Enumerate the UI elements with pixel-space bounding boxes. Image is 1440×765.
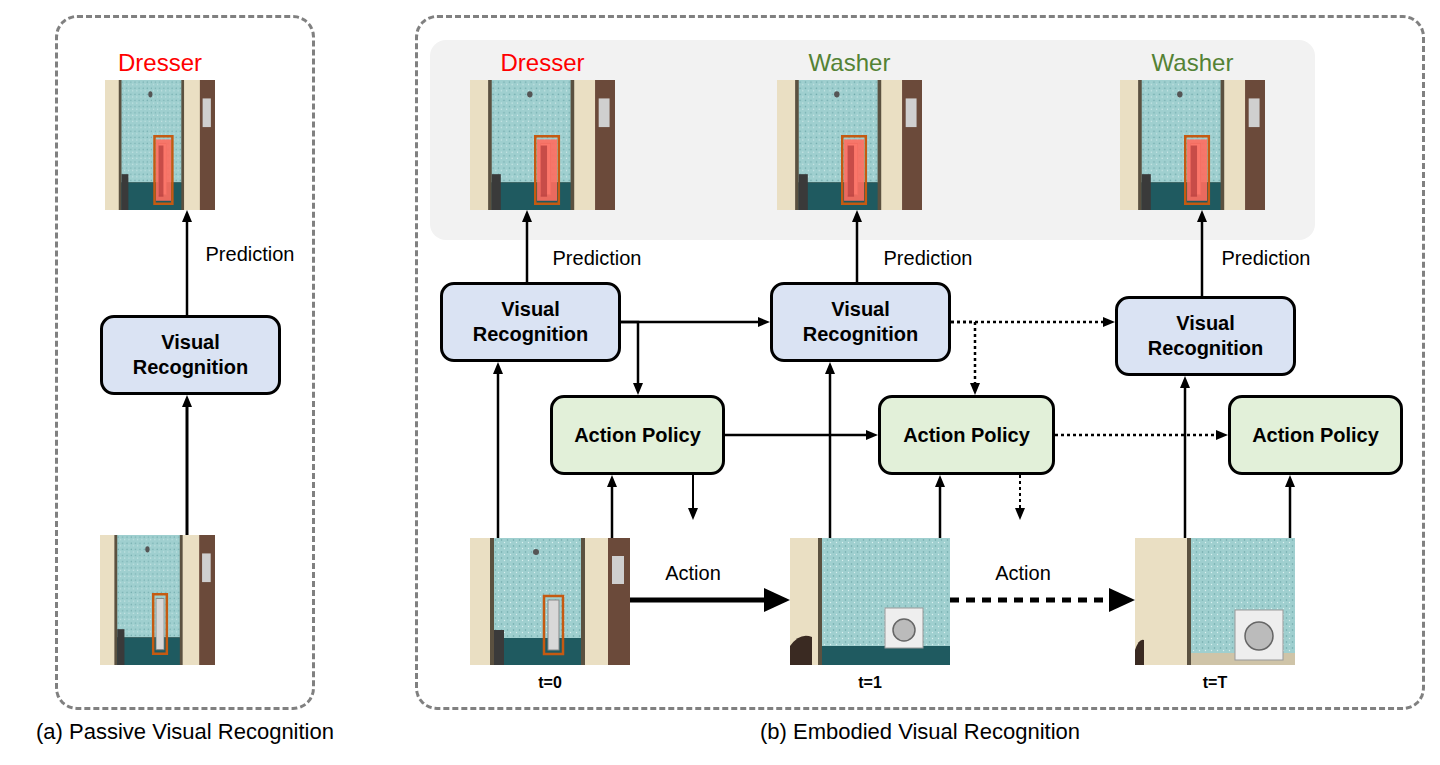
predicted-box <box>842 136 866 204</box>
policy-box: Action Policy <box>1228 395 1403 475</box>
predicted-box <box>155 136 173 204</box>
observation-image: t=1 <box>790 538 950 665</box>
transition-arrow <box>630 598 768 603</box>
prediction-image: Washer <box>777 80 922 210</box>
recognition-box: Visual Recognition <box>100 315 281 395</box>
flow-arrow <box>1289 484 1292 538</box>
policy-box: Action Policy <box>550 395 725 475</box>
flow-arrow <box>621 322 638 386</box>
panel-caption: (a) Passive Visual Recognition <box>36 719 334 745</box>
prediction-label: Dresser <box>500 49 584 77</box>
recognition-box: Visual Recognition <box>1115 296 1296 376</box>
box-label: Visual Recognition <box>111 330 270 380</box>
box-label: Action Policy <box>1252 423 1379 448</box>
image <box>1135 538 1295 665</box>
prediction-label: Washer <box>1152 49 1234 77</box>
prediction-band <box>430 40 1315 240</box>
flow-arrow <box>526 219 529 282</box>
image <box>470 538 630 665</box>
image <box>470 80 615 210</box>
flow-arrow <box>951 322 975 386</box>
policy-box: Action Policy <box>878 395 1055 475</box>
figure-panel: (b) Embodied Visual RecognitionDresserWa… <box>415 15 1425 710</box>
observation-image: t=0 <box>470 538 630 665</box>
prediction-image: Dresser <box>470 80 615 210</box>
figure-panel: (a) Passive Visual RecognitionDresserVis… <box>55 15 315 710</box>
box-label: Visual Recognition <box>451 297 610 347</box>
observation-image: t=T <box>1135 538 1295 665</box>
prediction-image: Washer <box>1120 80 1265 210</box>
prediction-label: Washer <box>809 49 891 77</box>
flow-arrow <box>1055 434 1219 437</box>
action-arrow <box>692 475 694 511</box>
predicted-box <box>1185 136 1209 204</box>
prediction-image: Dresser <box>105 80 215 210</box>
edge-label: Prediction <box>884 247 973 270</box>
box-label: Action Policy <box>903 423 1030 448</box>
flow-arrow <box>829 371 832 538</box>
prediction-label: Dresser <box>118 49 202 77</box>
flow-arrow <box>856 219 859 282</box>
action-arrow <box>1019 475 1021 511</box>
input-arrow <box>186 404 189 535</box>
edge-label: Action <box>665 562 721 585</box>
transition-arrow <box>950 598 1113 603</box>
flow-arrow <box>1184 385 1187 538</box>
bounding-box <box>544 596 563 654</box>
flow-arrow <box>939 484 942 538</box>
edge-label: Prediction <box>206 243 295 266</box>
flow-arrow <box>497 371 500 538</box>
recognition-box: Visual Recognition <box>770 282 951 362</box>
flow-arrow <box>621 321 761 324</box>
flow-arrow <box>1201 219 1204 296</box>
edge-label: Action <box>995 562 1051 585</box>
flow-arrow <box>611 484 614 538</box>
time-label: t=T <box>1203 674 1227 692</box>
bounding-box <box>153 594 167 653</box>
image <box>790 538 950 665</box>
image <box>777 80 922 210</box>
edge-label: Prediction <box>553 247 642 270</box>
predicted-box <box>535 136 559 204</box>
box-label: Visual Recognition <box>781 297 940 347</box>
recognition-box: Visual Recognition <box>440 282 621 362</box>
image <box>100 535 215 665</box>
flow-arrow <box>725 434 869 437</box>
image <box>105 80 215 210</box>
box-label: Action Policy <box>574 423 701 448</box>
flow-arrow <box>186 219 189 315</box>
box-label: Visual Recognition <box>1126 311 1285 361</box>
panel-caption: (b) Embodied Visual Recognition <box>760 719 1080 745</box>
image <box>1120 80 1265 210</box>
time-label: t=0 <box>538 674 562 692</box>
edge-label: Prediction <box>1222 247 1311 270</box>
time-label: t=1 <box>858 674 882 692</box>
